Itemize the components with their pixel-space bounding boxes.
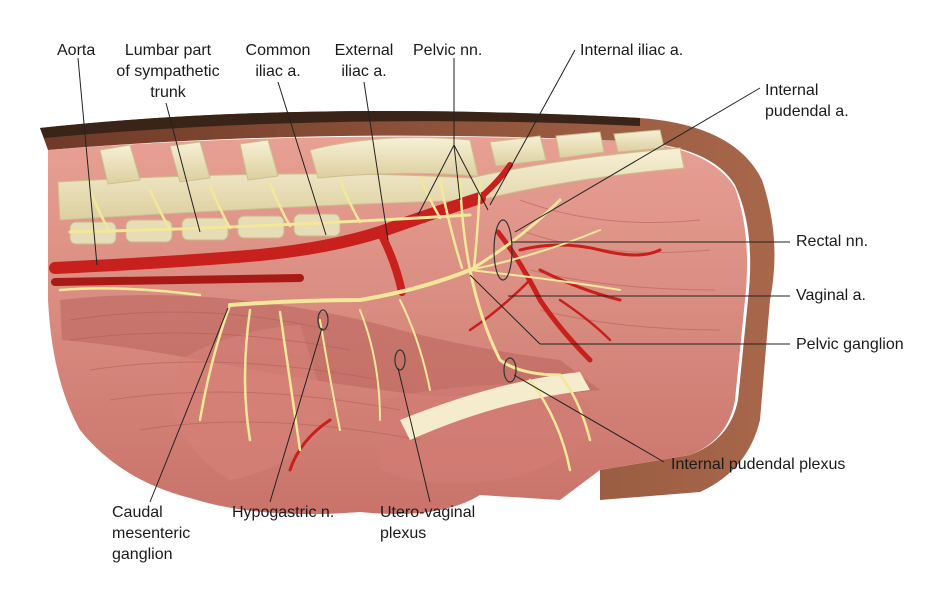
label-pelvic-ganglion: Pelvic ganglion [796, 336, 904, 353]
label-caudal-mesenteric-ganglion: Caudal mesenteric ganglion [112, 504, 191, 563]
label-internal-pudendal-plexus: Internal pudendal plexus [671, 456, 846, 473]
label-rectal-nn: Rectal nn. [796, 233, 869, 250]
label-utero-vaginal-plexus: Utero-vaginal plexus [380, 504, 476, 542]
leader-lines [77, 49, 790, 503]
label-common-iliac-a: Common iliac a. [245, 42, 311, 80]
label-vaginal-a: Vaginal a. [796, 287, 866, 304]
body-wall [40, 110, 775, 501]
label-external-iliac-a: External iliac a. [334, 42, 394, 80]
label-hypogastric-n: Hypogastric n. [232, 504, 335, 521]
nerves [58, 176, 621, 472]
label-internal-pudendal-a: Internal pudendal a. [765, 82, 849, 120]
label-internal-iliac-a: Internal iliac a. [580, 42, 684, 59]
label-lumbar-sympathetic-trunk: Lumbar part of sympathetic trunk [116, 42, 220, 101]
plexus-markers [317, 219, 517, 383]
label-aorta: Aorta [57, 42, 96, 59]
label-pelvic-nn: Pelvic nn. [413, 42, 483, 59]
